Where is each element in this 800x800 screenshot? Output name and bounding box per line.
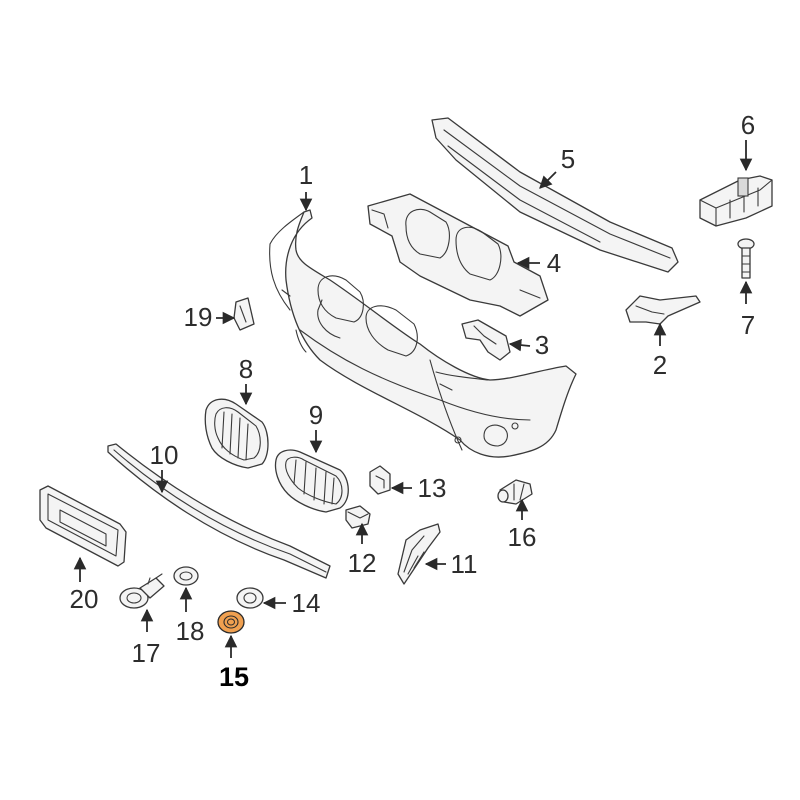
callout-2: 2 [653, 350, 667, 380]
callout-17: 17 [132, 638, 161, 668]
callout-7: 7 [741, 310, 755, 340]
part-14-ring [236, 587, 264, 609]
leader-lines [73, 140, 753, 658]
callout-4: 4 [547, 248, 561, 278]
callout-3: 3 [535, 330, 549, 360]
callout-14: 14 [292, 588, 321, 618]
callout-20: 20 [70, 584, 99, 614]
callout-1: 1 [299, 160, 313, 190]
part-19-clip [233, 297, 255, 331]
part-7-bolt [737, 238, 755, 279]
callout-6: 6 [741, 110, 755, 140]
callout-18: 18 [176, 616, 205, 646]
part-15-gasket-highlighted [217, 610, 245, 634]
callout-8: 8 [239, 354, 253, 384]
part-17-sensor-holder [119, 573, 165, 609]
part-12-cap [345, 505, 371, 529]
callout-16: 16 [508, 522, 537, 552]
part-1-bumper-cover [269, 209, 577, 458]
part-4-grille-frame [367, 193, 549, 317]
part-18-ring [173, 566, 199, 586]
part-20-license-plate-bracket [39, 485, 127, 567]
callout-15-highlighted: 15 [219, 662, 249, 692]
part-3-small-bracket [461, 319, 511, 361]
callout-10: 10 [150, 440, 179, 470]
callout-labels: 1 2 3 4 5 6 7 8 9 10 11 12 13 14 15 16 1… [70, 110, 756, 692]
part-2-bracket [625, 295, 701, 325]
callout-13: 13 [418, 473, 447, 503]
part-16-sensor [497, 479, 533, 505]
callout-19: 19 [184, 302, 213, 332]
callout-9: 9 [309, 400, 323, 430]
part-11-flap [397, 523, 441, 585]
part-13-cover [369, 465, 391, 495]
part-6-support-bracket [699, 175, 773, 227]
part-9-kidney-grille [274, 449, 349, 513]
callout-5: 5 [561, 144, 575, 174]
part-5-bumper-carrier [431, 117, 679, 273]
callout-12: 12 [348, 548, 377, 578]
part-10-trim-strip [107, 443, 331, 579]
part-8-kidney-grille [204, 398, 269, 469]
callout-11: 11 [451, 549, 478, 579]
